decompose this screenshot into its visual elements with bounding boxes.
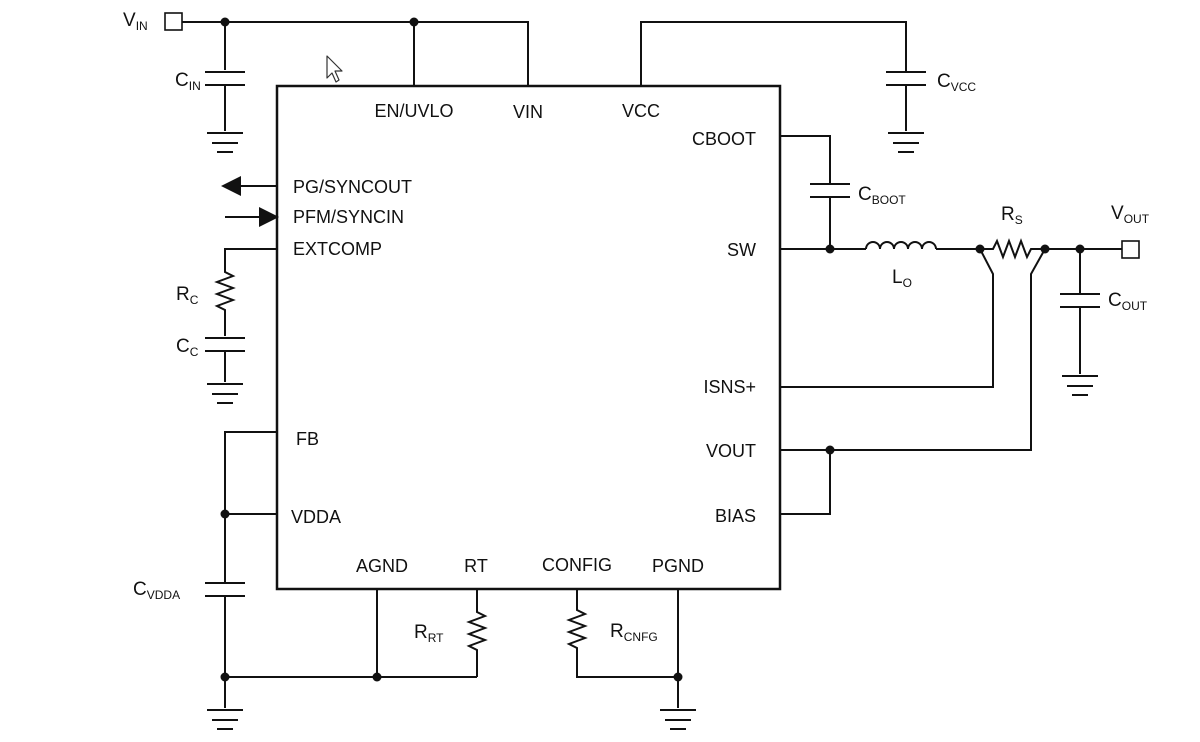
- pin-pfm-syncin: PFM/SYNCIN: [293, 207, 404, 227]
- vout-terminal: [1121, 240, 1140, 259]
- vin-terminal: [164, 12, 183, 31]
- pin-vdda: VDDA: [291, 507, 341, 527]
- cvdda-label: CVDDA: [133, 579, 180, 602]
- rrt-label: RRT: [414, 622, 444, 645]
- ground-agnd: [207, 709, 243, 730]
- cin-capacitor: [205, 71, 245, 131]
- cvdda-capacitor: [205, 582, 245, 708]
- vout-label: VOUT: [1111, 203, 1150, 226]
- pin-pgnd: PGND: [652, 556, 704, 576]
- cout-capacitor: [1060, 249, 1100, 374]
- ground-cout: [1062, 375, 1098, 396]
- cout-label: COUT: [1108, 290, 1148, 313]
- ground-cc: [207, 383, 243, 404]
- fb-vdda-wire: [220, 431, 277, 583]
- pin-isns-plus: ISNS+: [703, 377, 756, 397]
- cboot-capacitor: [780, 135, 850, 249]
- pin-agnd: AGND: [356, 556, 408, 576]
- sense-resistor-rs: [975, 238, 1050, 260]
- pin-vin: VIN: [513, 102, 543, 122]
- pin-fb: FB: [296, 429, 319, 449]
- rc-label: RC: [176, 284, 199, 307]
- pin-en-uvlo: EN/UVLO: [374, 101, 453, 121]
- pgnd-wire: [673, 589, 683, 708]
- ground-cvcc: [888, 132, 924, 153]
- lo-label: LO: [892, 267, 912, 290]
- cin-label: CIN: [175, 70, 201, 93]
- isns-sense-wire: [780, 248, 994, 388]
- output-rail: [1045, 240, 1140, 259]
- rc-resistor: [214, 248, 277, 336]
- cvcc-label: CVCC: [937, 71, 976, 94]
- ground-cin: [207, 132, 243, 153]
- ground-pgnd: [660, 709, 696, 730]
- inductor-lo: [865, 241, 980, 250]
- mouse-cursor-icon: [326, 55, 343, 83]
- vin-label: VIN: [123, 10, 148, 33]
- pin-config: CONFIG: [542, 555, 612, 575]
- cvcc-capacitor: [640, 21, 926, 131]
- pin-cboot: CBOOT: [692, 129, 756, 149]
- cboot-label: CBOOT: [858, 184, 906, 207]
- pin-sw: SW: [727, 240, 756, 260]
- ic-body: [275, 84, 782, 591]
- pin-extcomp: EXTCOMP: [293, 239, 382, 259]
- pin-vout: VOUT: [706, 441, 756, 461]
- rcnfg-label: RCNFG: [610, 621, 658, 644]
- pin-pg-syncout: PG/SYNCOUT: [293, 177, 412, 197]
- agnd-wire: [220, 589, 477, 682]
- pin-vcc: VCC: [622, 101, 660, 121]
- pin-rt: RT: [464, 556, 488, 576]
- vout-sense-wire: [780, 248, 1046, 515]
- rs-label: RS: [1001, 204, 1023, 227]
- cc-capacitor: [205, 337, 245, 382]
- vin-rail: [164, 12, 529, 86]
- switch-node-wire: [780, 244, 866, 254]
- rrt-resistor: [466, 589, 488, 677]
- pin-bias: BIAS: [715, 506, 756, 526]
- cc-label: CC: [176, 336, 199, 359]
- rcnfg-resistor: [566, 589, 678, 678]
